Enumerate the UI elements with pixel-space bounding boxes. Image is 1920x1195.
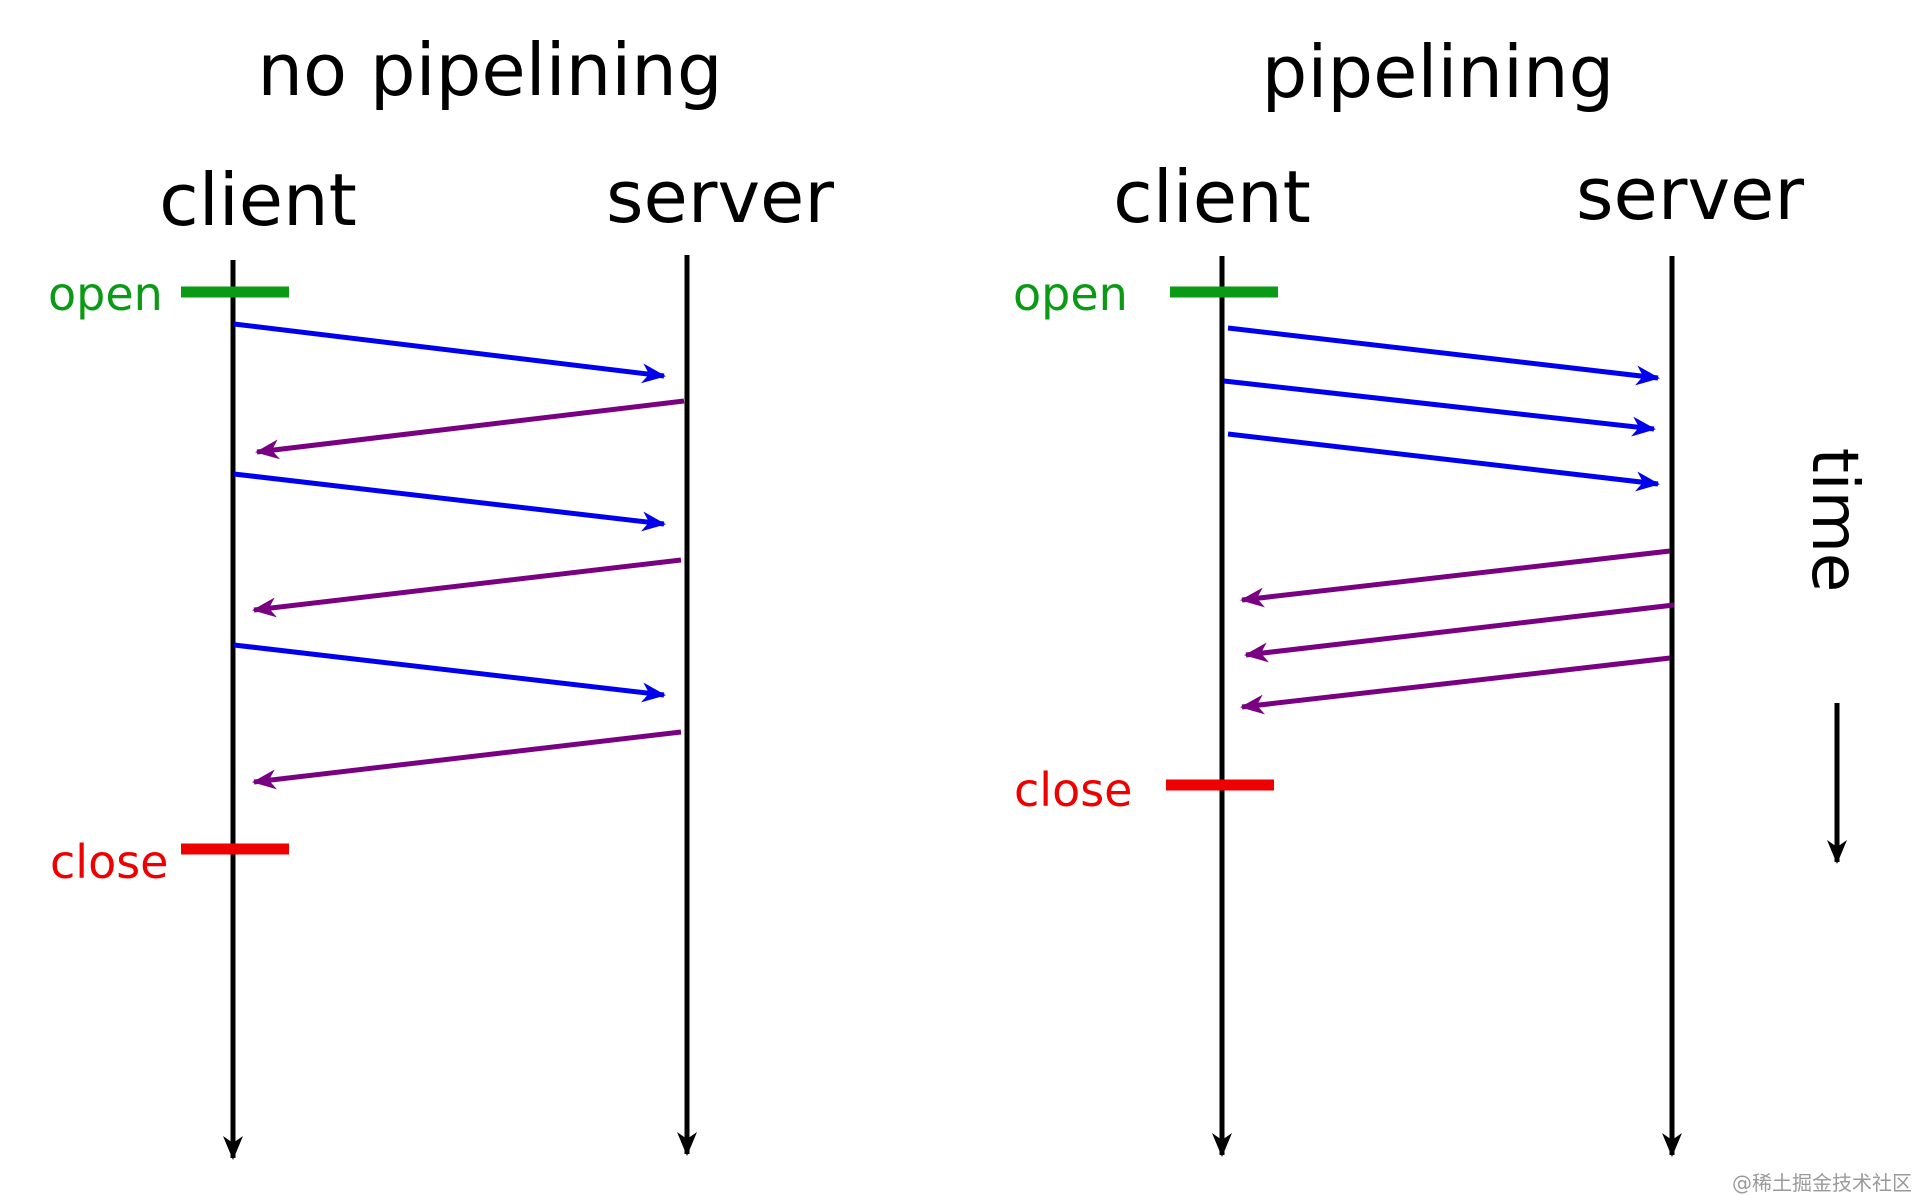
client-label: client [159, 158, 357, 242]
open-label: open [1013, 267, 1128, 321]
response-arrow [255, 398, 685, 460]
request-arrow [233, 471, 666, 532]
close-label: close [1014, 763, 1132, 817]
server-label: server [606, 155, 834, 239]
server-label: server [1576, 152, 1804, 236]
open-label: open [48, 267, 163, 321]
response-arrow [1244, 602, 1675, 663]
request-arrow [1227, 431, 1660, 492]
response-arrow [1240, 655, 1671, 715]
panel-pipelining: pipelining client server open close [1013, 30, 1804, 1157]
panel-title-pipelining: pipelining [1262, 30, 1615, 114]
response-arrow [252, 557, 682, 618]
response-arrow [1240, 548, 1671, 608]
close-label: close [50, 835, 168, 889]
watermark: @稀土掘金技术社区 [1732, 1171, 1912, 1195]
client-label: client [1113, 155, 1311, 239]
time-label: time [1797, 448, 1871, 593]
time-axis: time [1797, 448, 1871, 864]
request-arrow [233, 642, 666, 703]
panel-title-no-pipelining: no pipelining [257, 28, 722, 112]
request-arrow [233, 321, 666, 384]
panel-no-pipelining: no pipelining client server open close [48, 28, 834, 1160]
request-arrow [1227, 325, 1660, 386]
response-arrow [252, 729, 682, 790]
request-arrow [1223, 378, 1656, 437]
